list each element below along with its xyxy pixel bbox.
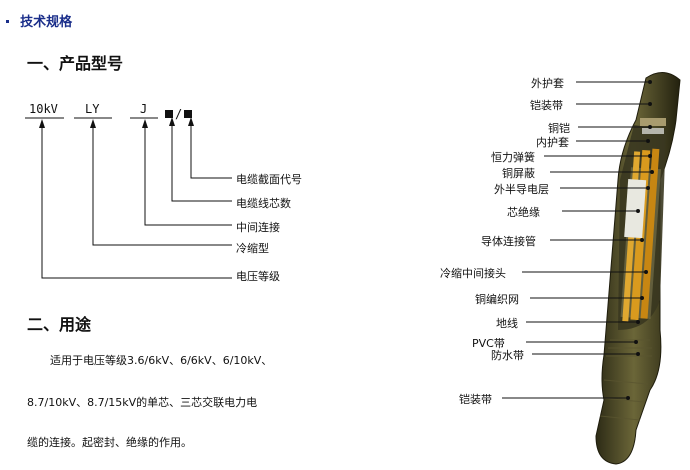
callout-core-insulation: 芯绝缘 xyxy=(507,206,540,219)
core-count-square-icon xyxy=(165,110,173,118)
code-connection: J xyxy=(140,102,148,116)
callout-constant-spring: 恒力弹簧 xyxy=(491,151,535,164)
callout-inner-sheath: 内护套 xyxy=(536,136,569,149)
code-voltage: 10kV xyxy=(29,102,58,116)
callout-outer-semicon: 外半导电层 xyxy=(494,183,549,196)
label-section-code: 电缆截面代号 xyxy=(236,173,302,186)
usage-line-1: 适用于电压等级3.6/6kV、6/6kV、6/10kV、 xyxy=(50,354,273,367)
usage-line-2: 8.7/10kV、8.7/15kV的单芯、三芯交联电力电 xyxy=(27,396,258,409)
usage-line-3: 缆的连接。起密封、绝缘的作用。 xyxy=(27,436,192,449)
callout-ground-wire: 地线 xyxy=(496,317,518,330)
callout-pvc-tape: PVC带 xyxy=(472,337,505,350)
label-cold-shrink: 冷缩型 xyxy=(236,242,269,255)
callout-outer-sheath: 外护套 xyxy=(531,77,564,90)
callout-cold-shrink-joint: 冷缩中间接头 xyxy=(440,267,506,280)
callout-copper-shield: 铜屏蔽 xyxy=(502,167,535,180)
callout-connector-tube: 导体连接管 xyxy=(481,235,536,248)
callout-copper-braid: 铜编织网 xyxy=(475,293,519,306)
bullet-icon xyxy=(6,20,9,23)
label-intermediate-joint: 中间连接 xyxy=(236,221,280,234)
section-title: 技术规格 xyxy=(20,15,73,30)
section-square-icon xyxy=(184,110,193,118)
code-type: LY xyxy=(85,102,100,116)
callout-armor-tape-bottom: 铠装带 xyxy=(459,393,492,406)
code-cores-section: / xyxy=(165,103,193,122)
callout-armor-tape-top: 铠装带 xyxy=(530,99,563,112)
callout-waterproof-tape: 防水带 xyxy=(491,349,524,362)
label-voltage-class: 电压等级 xyxy=(236,270,280,283)
label-core-count: 电缆线芯数 xyxy=(236,197,291,210)
section-header: 技术规格 xyxy=(6,11,72,30)
usage-heading: 二、用途 xyxy=(27,315,92,334)
model-heading: 一、产品型号 xyxy=(27,54,124,73)
callout-copper-armor: 铜铠 xyxy=(548,122,570,135)
